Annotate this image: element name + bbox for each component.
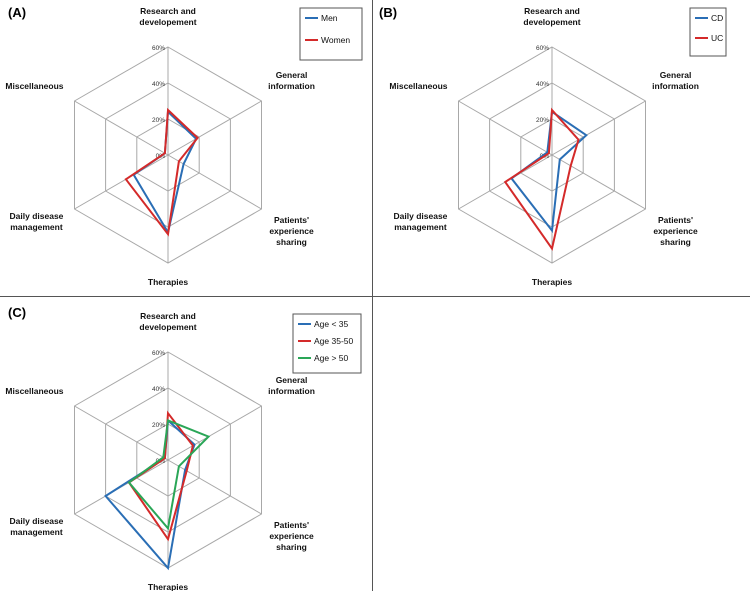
tick-label: 60% [152,45,165,52]
axis-label: Miscellaneous [389,81,447,91]
legend-label: Age 35-50 [314,336,353,346]
series-line-men [132,109,198,236]
tick-label: 60% [536,45,549,52]
panel-label-b: (B) [379,5,398,20]
panel-label-a: (A) [8,5,27,20]
axis-label: Miscellaneous [5,386,63,396]
tick-label: 20% [536,117,549,124]
grid-spoke [74,154,169,210]
grid-spoke [74,100,169,156]
grid-spoke [167,100,262,156]
series-line-age-35-50 [127,410,194,542]
series-line-age-50 [127,418,211,531]
panel-label-c: (C) [8,305,27,320]
legend-label: Age < 35 [314,319,349,329]
legend-label: UC [711,33,723,43]
legend-box [689,7,727,57]
grid-spoke [167,405,262,461]
tick-label: 60% [152,350,165,357]
grid-spoke [551,100,646,156]
axis-label: Miscellaneous [5,81,63,91]
vertical-divider [372,0,373,591]
legend-label: CD [711,13,723,23]
legend-box [299,7,363,61]
grid-spoke [167,459,262,515]
tick-label: 40% [152,386,165,393]
tick-label: 20% [152,422,165,429]
series-line-cd [510,110,588,234]
legend-label: Men [321,13,338,23]
series-line-women [124,107,199,237]
axis-label: Therapies [148,582,188,591]
grid-spoke [551,154,646,210]
axis-label: Therapies [148,277,188,287]
grid-spoke [458,100,553,156]
series-line-uc [503,107,580,252]
legend-label: Women [321,35,350,45]
tick-label: 40% [152,81,165,88]
grid-spoke [167,154,262,210]
tick-label: 40% [536,81,549,88]
legend-label: Age > 50 [314,353,349,363]
tick-label: 20% [152,117,165,124]
grid-spoke [74,405,169,461]
horizontal-divider [0,296,750,297]
axis-label: Therapies [532,277,572,287]
